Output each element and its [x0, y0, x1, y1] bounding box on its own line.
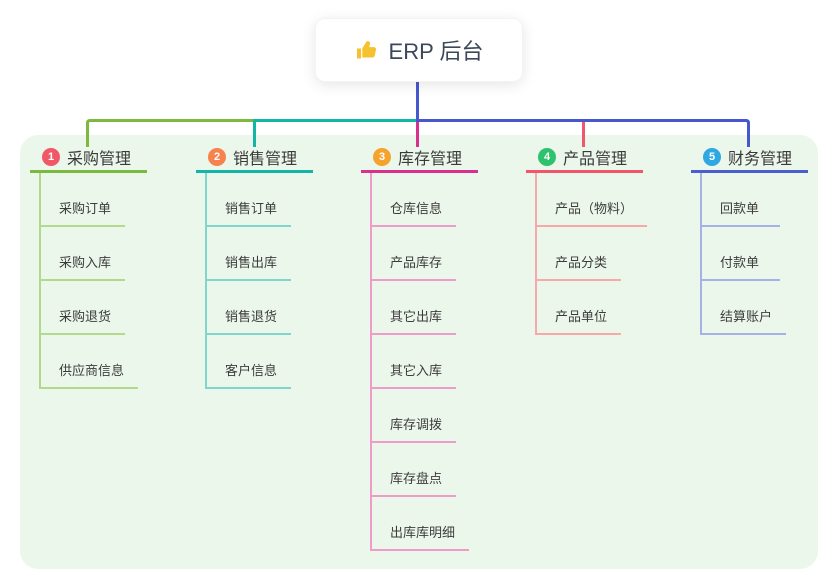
branch-title: 库存管理 [398, 150, 463, 168]
child-label: 客户信息 [207, 360, 292, 389]
branch-title: 采购管理 [67, 150, 132, 168]
child-node[interactable]: 其它入库 [372, 335, 469, 389]
branch-title: 销售管理 [233, 150, 298, 168]
child-label: 付款单 [702, 252, 780, 281]
branch-number-badge: 3 [373, 147, 391, 166]
child-node[interactable]: 出库库明细 [372, 497, 470, 551]
thumbs-up-icon [355, 38, 379, 62]
child-label: 供应商信息 [41, 360, 139, 389]
branch-3: 3 库存管理 仓库信息产品库存其它出库其它入库库存调拨库存盘点出库库明细 [361, 147, 478, 551]
child-label: 采购退货 [41, 306, 126, 335]
branch-title: 财务管理 [728, 150, 793, 168]
child-label: 出库库明细 [372, 522, 470, 551]
child-label: 结算账户 [702, 306, 787, 335]
child-node[interactable]: 产品分类 [537, 227, 647, 281]
branch-children: 产品（物料） 产品分类产品单位 [535, 173, 648, 335]
child-node[interactable]: 库存盘点 [372, 443, 469, 497]
child-label: 销售退货 [207, 306, 292, 335]
child-label: 产品分类 [537, 252, 622, 281]
branch-header[interactable]: 3 库存管理 [361, 147, 478, 173]
branch-number-badge: 4 [538, 147, 556, 166]
root-node[interactable]: ERP 后台 [315, 18, 523, 82]
root-title: ERP 后台 [388, 39, 484, 64]
child-label: 其它入库 [372, 360, 457, 389]
branch-1: 1 采购管理 采购订单采购入库采购退货供应商信息 [30, 147, 147, 389]
branch-header[interactable]: 2 销售管理 [196, 147, 313, 173]
child-node[interactable]: 结算账户 [702, 281, 787, 335]
child-node[interactable]: 付款单 [702, 227, 786, 281]
child-node[interactable]: 其它出库 [372, 281, 469, 335]
branch-number-badge: 2 [208, 147, 226, 166]
branch-children: 采购订单采购入库采购退货供应商信息 [39, 173, 139, 389]
child-label: 采购入库 [41, 252, 126, 281]
child-node[interactable]: 销售订单 [207, 173, 292, 227]
child-label: 回款单 [702, 198, 780, 227]
child-label: 销售出库 [207, 252, 292, 281]
child-label: 库存调拨 [372, 414, 457, 443]
child-label: 库存盘点 [372, 468, 457, 497]
branch-4: 4 产品管理 产品（物料） 产品分类产品单位 [526, 147, 648, 335]
child-label: 产品（物料） [537, 198, 648, 227]
branch-number-badge: 5 [703, 147, 721, 166]
branch-children: 回款单付款单结算账户 [700, 173, 787, 335]
branch-2: 2 销售管理 销售订单销售出库销售退货客户信息 [196, 147, 313, 389]
child-label: 产品库存 [372, 252, 457, 281]
child-label: 其它出库 [372, 306, 457, 335]
child-node[interactable]: 客户信息 [207, 335, 292, 389]
child-node[interactable]: 采购退货 [41, 281, 138, 335]
child-label: 产品单位 [537, 306, 622, 335]
child-node[interactable]: 采购订单 [41, 173, 138, 227]
branch-header[interactable]: 4 产品管理 [526, 147, 643, 173]
child-node[interactable]: 库存调拨 [372, 389, 469, 443]
branch-number-badge: 1 [42, 147, 60, 166]
child-node[interactable]: 仓库信息 [372, 173, 469, 227]
child-node[interactable]: 产品库存 [372, 227, 469, 281]
branch-header[interactable]: 1 采购管理 [30, 147, 147, 173]
branch-title: 产品管理 [563, 150, 628, 168]
child-label: 采购订单 [41, 198, 126, 227]
branch-children: 仓库信息产品库存其它出库其它入库库存调拨库存盘点出库库明细 [370, 173, 470, 551]
branch-5: 5 财务管理 回款单付款单结算账户 [691, 147, 808, 335]
branch-children: 销售订单销售出库销售退货客户信息 [205, 173, 292, 389]
child-node[interactable]: 回款单 [702, 173, 786, 227]
thumbs-up-glyph [356, 41, 376, 59]
child-node[interactable]: 销售退货 [207, 281, 292, 335]
child-node[interactable]: 产品单位 [537, 281, 647, 335]
child-label: 销售订单 [207, 198, 292, 227]
child-node[interactable]: 采购入库 [41, 227, 138, 281]
child-label: 仓库信息 [372, 198, 457, 227]
branch-header[interactable]: 5 财务管理 [691, 147, 808, 173]
child-node[interactable]: 销售出库 [207, 227, 292, 281]
child-node[interactable]: 供应商信息 [41, 335, 139, 389]
child-node[interactable]: 产品（物料） [537, 173, 648, 227]
